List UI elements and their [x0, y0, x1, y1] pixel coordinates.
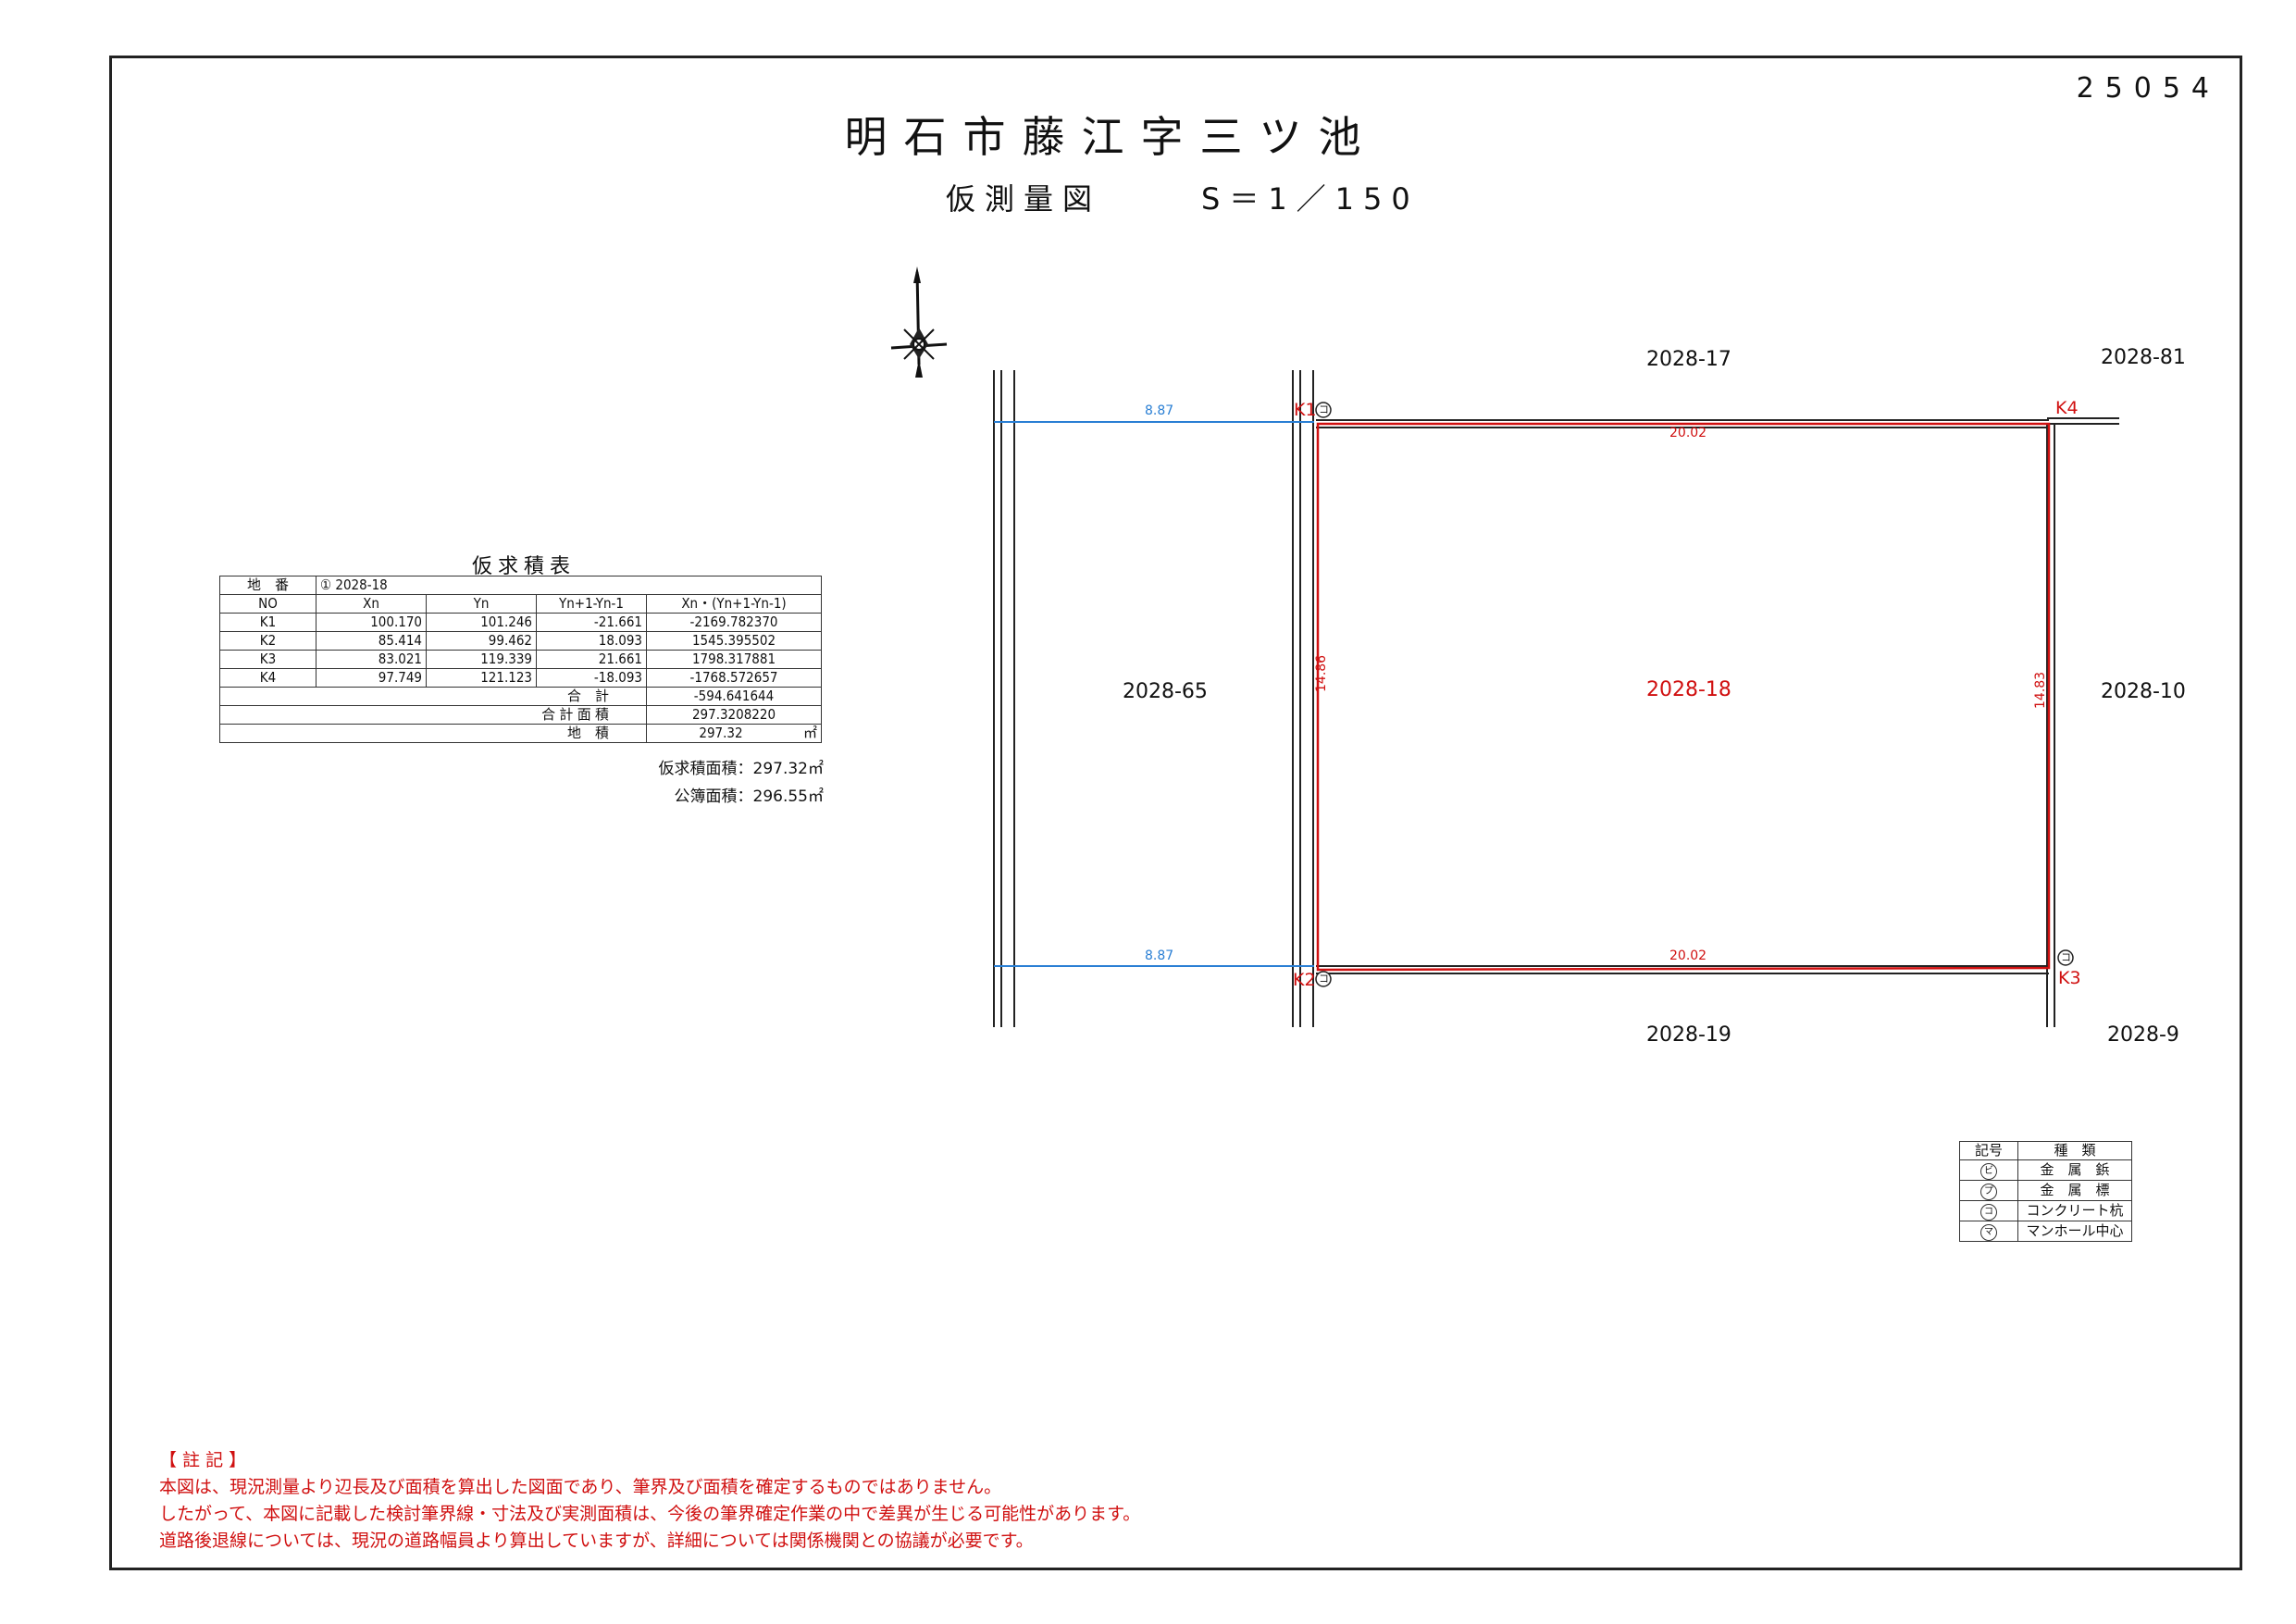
- lot-west: 2028-65: [1123, 680, 1208, 703]
- road-dim-top: 8.87: [1145, 403, 1174, 418]
- concrete-pile-icon: [1315, 971, 1332, 987]
- drawing-frame: [109, 56, 2242, 1570]
- legend-type: コンクリート杭: [2017, 1200, 2132, 1221]
- road-dim-bottom: 8.87: [1145, 948, 1174, 963]
- legend-symbol: ビ: [1959, 1159, 2018, 1181]
- marker-symbol: コ: [2061, 951, 2071, 963]
- point-k4-label: K4: [2055, 398, 2079, 418]
- lot-center: 2028-18: [1646, 678, 1731, 701]
- concrete-pile-icon: コ: [1980, 1204, 1997, 1221]
- note-line: 道路後退線については、現況の道路幅員より算出していますが、詳細については関係機関…: [159, 1531, 1034, 1551]
- cell-xn: 83.021: [316, 650, 427, 669]
- notes-heading: 【 註 記 】: [159, 1450, 247, 1470]
- legend-header-symbol: 記号: [1959, 1141, 2018, 1160]
- dim-left: 14.86: [1314, 654, 1329, 692]
- point-k2-label: K2: [1293, 970, 1316, 990]
- legend-type: マンホール中心: [2017, 1221, 2132, 1242]
- legend-symbol: マ: [1959, 1221, 2018, 1242]
- cell-yn: 101.246: [426, 613, 537, 632]
- cell-product: 1798.317881: [646, 650, 822, 669]
- dim-bottom: 20.02: [1669, 948, 1707, 963]
- land-area-value: 297.32: [646, 724, 795, 743]
- cell-yn: 99.462: [426, 631, 537, 651]
- manhole-center-icon: マ: [1980, 1224, 1997, 1241]
- legend-row: プ 金 属 標: [1959, 1180, 2132, 1201]
- legend-symbol: コ: [1959, 1200, 2018, 1221]
- concrete-pile-icon: [2057, 949, 2074, 966]
- sum-value: -594.641644: [646, 687, 822, 706]
- registry-area: 公簿面積：296.55㎡: [674, 787, 824, 806]
- lot-south-east: 2028-9: [2107, 1023, 2179, 1047]
- lot-north-east: 2028-81: [2101, 346, 2186, 369]
- point-k1-label: K1: [1294, 400, 1317, 420]
- drawing-subtitle: 仮測量図: [946, 181, 1102, 217]
- north-arrow-icon: [890, 267, 948, 378]
- metal-plate-icon: プ: [1980, 1184, 1997, 1200]
- header-product: Xn・(Yn+1-Yn-1): [646, 594, 822, 614]
- land-area-unit: ㎡: [795, 724, 822, 743]
- table-row: K2 85.414 99.462 18.093 1545.395502: [219, 631, 822, 651]
- provisional-area: 仮求積面積：297.32㎡: [658, 760, 824, 778]
- legend-symbol: プ: [1959, 1180, 2018, 1201]
- cell-dy: 18.093: [536, 631, 647, 651]
- lot-value: ① 2028-18: [316, 576, 822, 595]
- cell-product: -2169.782370: [646, 613, 822, 632]
- lot-south: 2028-19: [1646, 1023, 1731, 1047]
- marker-symbol: コ: [1319, 973, 1329, 985]
- table-row: K1 100.170 101.246 -21.661 -2169.782370: [219, 613, 822, 632]
- point-k3-label: K3: [2058, 968, 2081, 988]
- page-title: 明石市藤江字三ツ池: [844, 112, 1378, 162]
- drawing-scale: S＝1／150: [1201, 181, 1420, 217]
- lot-north: 2028-17: [1646, 348, 1731, 371]
- legend-header-type: 種 類: [2017, 1141, 2132, 1160]
- notes-block: 【 註 記 】 本図は、現況測量より辺長及び面積を算出した図面であり、筆界及び面…: [159, 1447, 1140, 1555]
- area-calc-table: 地 番 ① 2028-18 NO Xn Yn Yn+1-Yn-1 Xn・(Yn+…: [219, 576, 822, 743]
- legend-row: マ マンホール中心: [1959, 1221, 2132, 1242]
- cell-yn: 121.123: [426, 668, 537, 688]
- total-area-row: 合 計 面 積 297.3208220: [219, 705, 822, 725]
- legend-row: ビ 金 属 鋲: [1959, 1159, 2132, 1181]
- lot-east: 2028-10: [2101, 680, 2186, 703]
- parcel-boundary: [1316, 422, 2051, 972]
- legend-row: コ コンクリート杭: [1959, 1200, 2132, 1221]
- dim-right: 14.83: [2033, 671, 2048, 709]
- dim-top: 20.02: [1669, 426, 1707, 440]
- legend-type: 金 属 鋲: [2017, 1159, 2132, 1181]
- calc-table-title: 仮求積表: [472, 555, 577, 578]
- table-row: K3 83.021 119.339 21.661 1798.317881: [219, 650, 822, 669]
- metal-rivet-icon: ビ: [1980, 1163, 1997, 1180]
- lot-label: 地 番: [219, 576, 316, 595]
- cell-dy: 21.661: [536, 650, 647, 669]
- note-line: 本図は、現況測量より辺長及び面積を算出した図面であり、筆界及び面積を確定するもの…: [159, 1477, 1002, 1497]
- land-area-row: 地 積 297.32 ㎡: [219, 724, 822, 743]
- note-line: したがって、本図に記載した検討筆界線・寸法及び実測面積は、今後の筆界確定作業の中…: [159, 1504, 1141, 1524]
- cell-product: 1545.395502: [646, 631, 822, 651]
- land-area-label: 地 積: [219, 724, 647, 743]
- marker-symbol: コ: [1319, 403, 1329, 415]
- concrete-pile-icon: [1315, 402, 1332, 418]
- legend-type: 金 属 標: [2017, 1180, 2132, 1201]
- document-number: 25054: [2076, 72, 2220, 105]
- total-area-value: 297.3208220: [646, 705, 822, 725]
- symbol-legend: 記号 種 類 ビ 金 属 鋲 プ 金 属 標 コ コンクリート杭 マ マンホール…: [1959, 1141, 2132, 1242]
